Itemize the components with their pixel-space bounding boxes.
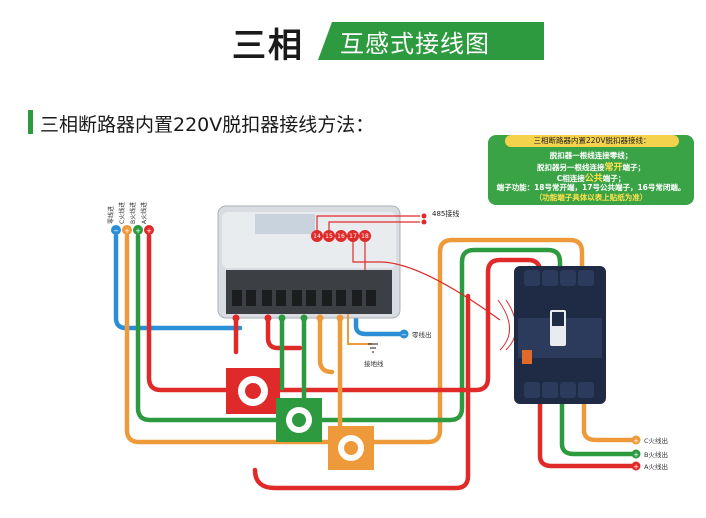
svg-text:+: + <box>135 227 141 235</box>
section-marker <box>28 110 33 134</box>
c-out-label: C火线出 <box>644 436 668 445</box>
instruction-line-3: C相连接公共端子； <box>556 174 626 184</box>
c-in-label: C火线进 <box>118 202 126 224</box>
c-out-wire <box>581 401 635 443</box>
svg-text:18: 18 <box>361 233 369 240</box>
title-tag-shape <box>318 22 544 60</box>
a-in-label: A火线进 <box>140 202 148 224</box>
a-out-wire <box>537 401 635 469</box>
svg-text:+: + <box>633 463 639 471</box>
page-subtitle: 互感式接线图 <box>340 30 490 58</box>
energy-meter <box>217 205 401 319</box>
svg-text:15: 15 <box>325 233 333 240</box>
instruction-line-5: （功能端子具体以表上贴纸为准） <box>534 193 648 202</box>
svg-text:+: + <box>633 451 639 459</box>
svg-text:14: 14 <box>313 233 321 240</box>
neutral-in-label: 零线进 <box>107 206 115 224</box>
svg-text:17: 17 <box>349 233 357 240</box>
neutral-out-wire <box>353 311 403 337</box>
ct-red <box>226 368 280 414</box>
c-in-wire <box>124 233 585 445</box>
b-out-wire <box>559 401 635 457</box>
instruction-line-4: 端子功能：18号常开端，17号公共端子，16号常闭端。 <box>496 183 686 192</box>
a-out-label: A火线出 <box>644 462 668 471</box>
svg-text:16: 16 <box>337 233 345 240</box>
circuit-breaker <box>514 266 606 404</box>
svg-text:+: + <box>124 227 130 235</box>
ground-label: 接地线 <box>364 359 384 368</box>
input-terminals: − + + + <box>111 225 154 235</box>
ct-orange <box>328 426 374 470</box>
b-out-label: B火线出 <box>644 450 668 459</box>
b-in-label: B火线进 <box>129 202 137 224</box>
neutral-out-label: 零线出 <box>412 330 432 339</box>
instruction-heading: 三相断路器内置220V脱扣器接线： <box>505 135 679 147</box>
svg-text:−: − <box>401 331 407 339</box>
instruction-line-1: 脱扣器一根线连接零线； <box>549 151 633 160</box>
svg-text:+: + <box>633 437 639 445</box>
a-in-wire <box>146 233 543 393</box>
neutral-in-wire <box>113 233 243 331</box>
b-in-wire <box>135 233 563 423</box>
instruction-line-2: 脱扣器另一根线连接常开端子； <box>536 163 645 173</box>
aux-terminals: 14 15 16 17 18 <box>311 230 371 242</box>
section-title: 三相断路器内置220V脱扣器接线方法： <box>40 114 375 136</box>
ct-green <box>276 398 322 442</box>
page-title: 三相 <box>232 26 304 66</box>
svg-text:−: − <box>113 227 119 235</box>
svg-text:+: + <box>146 227 152 235</box>
rs485-label: 485接线 <box>432 209 459 218</box>
